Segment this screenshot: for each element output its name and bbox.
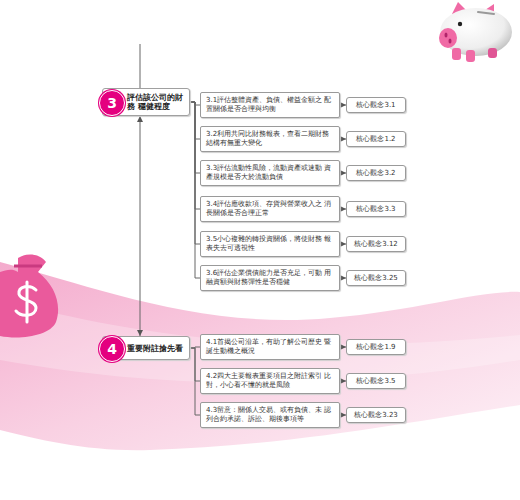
connector (190, 102, 200, 139)
entry-line (140, 44, 141, 88)
reference-box: 核心觀念3.5 (346, 373, 406, 389)
connector (190, 348, 200, 381)
coin-slot (478, 12, 494, 14)
box-text: 4.2四大主要報表重要項目之附註索引 比對，小心看不懂的就是風險 (206, 372, 334, 390)
topic-box: 3.2利用共同比財務報表，查看二期財務 結構有無重大變化 (200, 126, 340, 152)
section-header: 4重要附註搶先看 (102, 336, 190, 360)
connector (140, 116, 141, 336)
topic-box: 4.3留意：關係人交易、或有負債、未 認列合約承諾、訴訟、期後事項等 (200, 402, 340, 428)
box-text: 3.2利用共同比財務報表，查看二期財務 結構有無重大變化 (206, 130, 334, 148)
reference-box: 核心觀念3.23 (346, 407, 406, 423)
topic-box: 3.5小心複雜的轉投資關係，將使財務 報表失去可透視性 (200, 231, 340, 257)
box-text: 評估該公司的財務 穩健程度 (127, 93, 186, 111)
reference-box: 核心觀念3.1 (346, 97, 406, 113)
topic-box: 4.1首揭公司沿革，有助了解公司歷史 暨誕生動機之概況 (200, 334, 340, 360)
reference-box: 核心觀念3.12 (346, 236, 406, 252)
box-text: 核心觀念3.1 (356, 101, 395, 110)
box-text: 3.6評估企業償債能力是否充足，可動 用融資額與財務彈性是否穩健 (206, 269, 334, 287)
reference-box: 核心觀念3.3 (346, 201, 406, 217)
box-text: 重要附註搶先看 (127, 344, 183, 353)
box-text: 3.1評估整體資產、負債、權益金額之 配置關係是否合理與均衡 (206, 96, 334, 114)
topic-box: 4.2四大主要報表重要項目之附註索引 比對，小心看不懂的就是風險 (200, 368, 340, 394)
bag-body (0, 255, 58, 338)
box-text: 核心觀念3.2 (356, 169, 395, 178)
pig-leg (466, 50, 475, 62)
pig-leg (452, 48, 461, 60)
pink-wave (0, 262, 520, 450)
dollar-symbol (16, 282, 36, 322)
box-text: 3.4評估應收款項、存貨與營業收入之 消長關係是否合理正常 (206, 200, 334, 218)
pig-leg (488, 48, 497, 58)
money-bag (0, 255, 58, 338)
section-header: 3評估該公司的財務 穩健程度 (102, 88, 190, 116)
reference-box: 核心觀念3.25 (346, 270, 406, 286)
box-text: 核心觀念3.5 (356, 377, 395, 386)
pig-nostril (445, 33, 448, 38)
box-text: 4.1首揭公司沿革，有助了解公司歷史 暨誕生動機之概況 (206, 338, 334, 356)
connector (190, 102, 200, 278)
topic-box: 3.4評估應收款項、存貨與營業收入之 消長關係是否合理正常 (200, 196, 340, 222)
pig-snout (439, 28, 457, 48)
connector (190, 348, 200, 415)
connector (190, 347, 200, 348)
box-text: 4.3留意：關係人交易、或有負債、未 認列合約承諾、訴訟、期後事項等 (206, 406, 334, 424)
box-text: 核心觀念3.3 (356, 205, 395, 214)
connector (190, 102, 200, 173)
box-text: 3.5小心複雜的轉投資關係，將使財務 報表失去可透視性 (206, 235, 334, 253)
box-text: 核心觀念3.23 (354, 411, 398, 420)
reference-box: 核心觀念1.2 (346, 131, 406, 147)
section-number: 3 (99, 90, 125, 116)
box-text: 核心觀念1.2 (356, 135, 395, 144)
box-text: 核心觀念1.9 (356, 343, 395, 352)
bag-tie (14, 265, 42, 268)
topic-box: 3.6評估企業償債能力是否充足，可動 用融資額與財務彈性是否穩健 (200, 265, 340, 291)
pig-body (440, 8, 512, 56)
reference-box: 核心觀念1.9 (346, 339, 406, 355)
section-number: 4 (99, 336, 125, 362)
box-text: 3.3評估流動性風險，流動資產或速動 資產規模是否大於流動負債 (206, 164, 334, 182)
box-text: 核心觀念3.25 (354, 274, 398, 283)
connector (190, 102, 200, 244)
topic-box: 3.1評估整體資產、負債、權益金額之 配置關係是否合理與均衡 (200, 92, 340, 118)
pig-nostril (449, 39, 452, 44)
piggy-bank (439, 2, 512, 62)
connector (190, 102, 200, 209)
box-text: 核心觀念3.12 (354, 240, 398, 249)
pig-eye (458, 22, 462, 26)
topic-box: 3.3評估流動性風險，流動資產或速動 資產規模是否大於流動負債 (200, 160, 340, 186)
connector (190, 102, 200, 105)
reference-box: 核心觀念3.2 (346, 165, 406, 181)
